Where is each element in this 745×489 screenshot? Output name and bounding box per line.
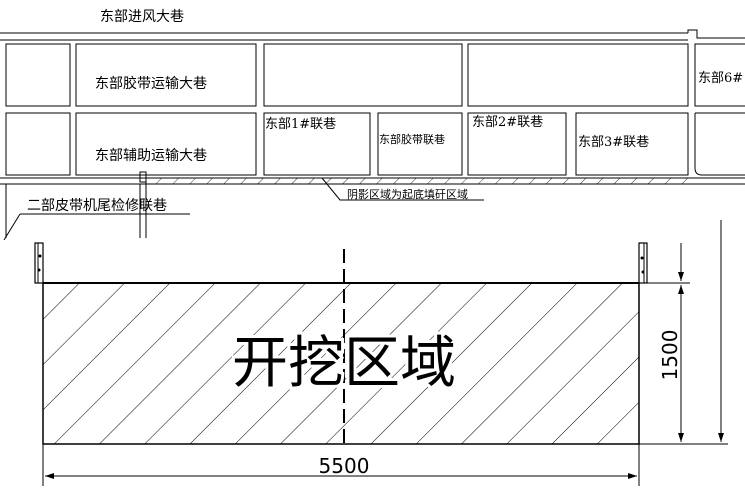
east-aux-transport-roadway-label: 东部辅助运输大巷 [95, 148, 207, 164]
right-wall [638, 242, 648, 284]
excavation-area-title: 开挖区域 [232, 331, 456, 396]
shaded-area-note: 阴影区域为起底填矸区域 [347, 187, 468, 201]
note-leader [321, 177, 484, 201]
pillar-block [377, 112, 463, 176]
pillar-block [263, 112, 371, 176]
wall-dot [37, 268, 41, 272]
pillar-block [575, 112, 689, 176]
width-dimension-text: 5500 [319, 454, 370, 478]
belt-tail-maintenance-label: 二部皮带机尾检修联巷 [27, 198, 167, 214]
plan-view: 东部进风大巷 东部胶带运输大巷 东部辅助运输大巷 东部1#联巷 东部胶带联巷 东… [0, 9, 745, 241]
small-marker [139, 171, 147, 183]
shaded-backfill-strip [150, 178, 690, 184]
east-1-connection-label: 东部1#联巷 [265, 117, 336, 132]
east-3-connection-label: 东部3#联巷 [578, 135, 649, 150]
pillar-block [5, 112, 71, 176]
pillar-block [467, 112, 567, 176]
pillar-block [5, 43, 71, 107]
height-dimension-text: 1500 [658, 330, 682, 381]
left-wall [34, 242, 44, 284]
pillar-block [467, 43, 689, 107]
pillar-block [694, 43, 745, 107]
east-2-connection-label: 东部2#联巷 [472, 115, 543, 130]
pillar-block [75, 43, 257, 107]
pillar-block [75, 112, 257, 176]
east-6-partial-label: 东部6# [698, 71, 743, 86]
belt-tail-leader [3, 213, 21, 241]
east-belt-connection-label: 东部胶带联巷 [379, 132, 445, 146]
east-belt-transport-roadway-label: 东部胶带运输大巷 [95, 75, 207, 92]
wall-dot [641, 270, 645, 274]
excavation-area [42, 282, 640, 445]
pillar-block [694, 112, 745, 176]
pillar-block [263, 43, 463, 107]
section-view: 开挖区域 5500 1500 [34, 220, 728, 486]
right-turn-line [687, 29, 745, 39]
wall-dot [640, 256, 644, 260]
wall-dot [38, 254, 42, 258]
east-intake-roadway-label: 东部进风大巷 [100, 9, 184, 25]
